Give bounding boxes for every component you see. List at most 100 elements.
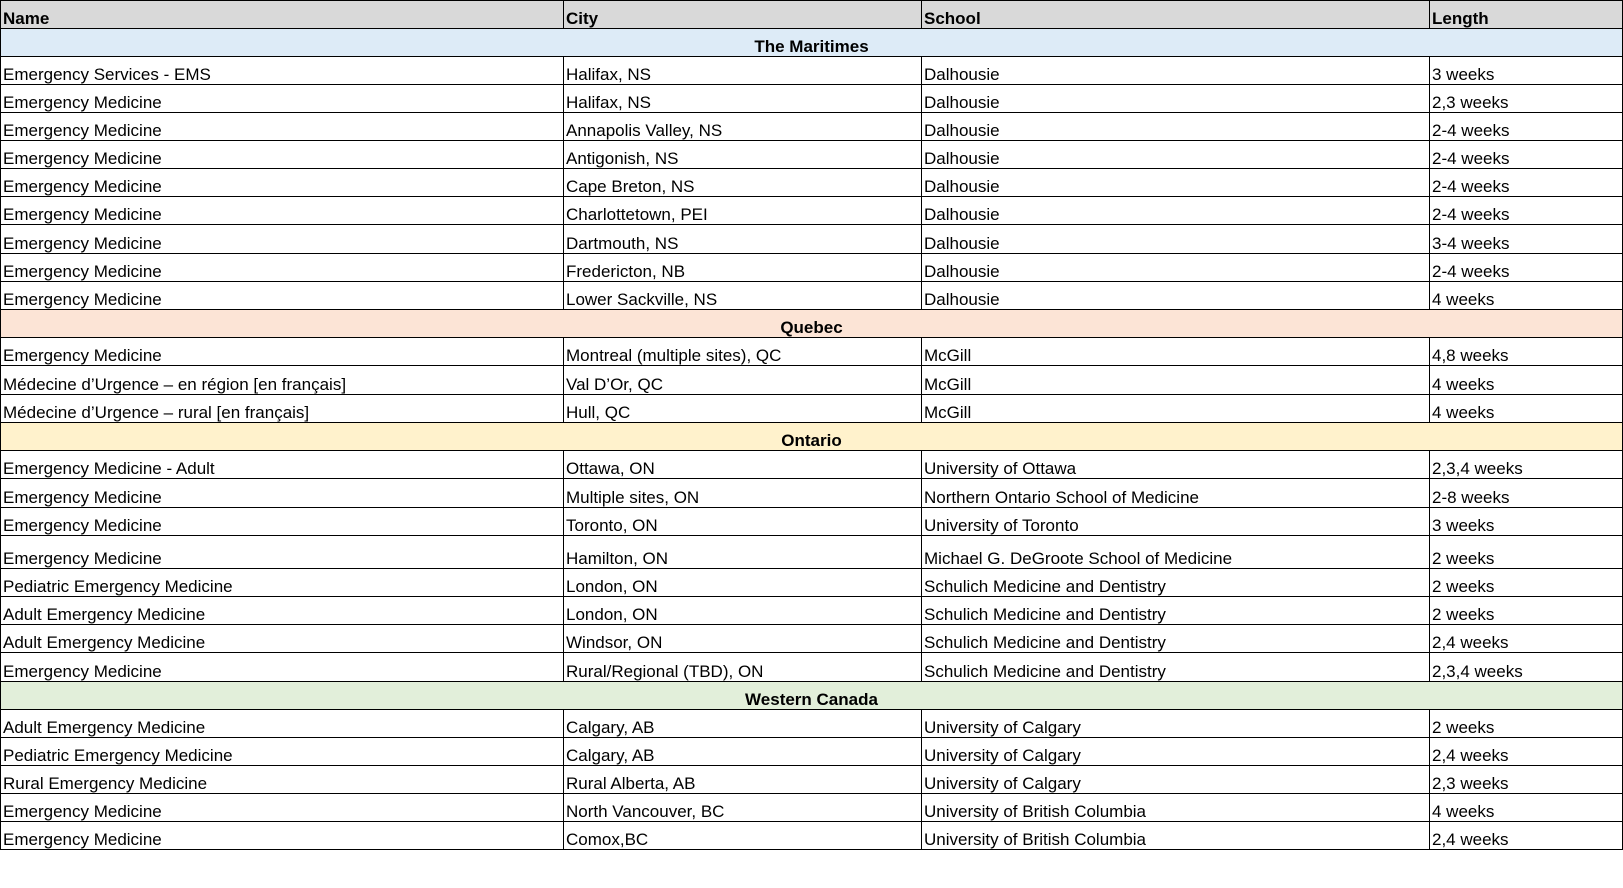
- section-title[interactable]: Quebec: [0, 309, 1623, 338]
- cell-name[interactable]: Emergency Medicine: [0, 196, 564, 225]
- cell-name[interactable]: Emergency Medicine: [0, 478, 564, 508]
- cell-school[interactable]: Dalhousie: [921, 84, 1430, 113]
- cell-school[interactable]: Dalhousie: [921, 140, 1430, 169]
- cell-city[interactable]: Montreal (multiple sites), QC: [563, 337, 922, 366]
- cell-name[interactable]: Emergency Medicine: [0, 112, 564, 141]
- cell-name[interactable]: Emergency Medicine: [0, 821, 564, 850]
- cell-school[interactable]: University of British Columbia: [921, 793, 1430, 822]
- cell-length[interactable]: 2,3 weeks: [1429, 84, 1623, 113]
- cell-name[interactable]: Emergency Medicine: [0, 793, 564, 822]
- cell-city[interactable]: Hamilton, ON: [563, 535, 922, 569]
- cell-school[interactable]: Dalhousie: [921, 56, 1430, 85]
- cell-school[interactable]: University of British Columbia: [921, 821, 1430, 850]
- cell-city[interactable]: North Vancouver, BC: [563, 793, 922, 822]
- cell-length[interactable]: 2 weeks: [1429, 568, 1623, 597]
- cell-school[interactable]: Dalhousie: [921, 224, 1430, 254]
- cell-name[interactable]: Pediatric Emergency Medicine: [0, 568, 564, 597]
- cell-length[interactable]: 4 weeks: [1429, 793, 1623, 822]
- cell-city[interactable]: Halifax, NS: [563, 84, 922, 113]
- cell-city[interactable]: Val D’Or, QC: [563, 365, 922, 395]
- cell-school[interactable]: Northern Ontario School of Medicine: [921, 478, 1430, 508]
- column-header-city[interactable]: City: [563, 0, 922, 29]
- cell-city[interactable]: London, ON: [563, 568, 922, 597]
- cell-length[interactable]: 2 weeks: [1429, 535, 1623, 569]
- cell-name[interactable]: Médecine d’Urgence – rural [en français]: [0, 394, 564, 423]
- cell-length[interactable]: 2-4 weeks: [1429, 112, 1623, 141]
- column-header-name[interactable]: Name: [0, 0, 564, 29]
- cell-name[interactable]: Adult Emergency Medicine: [0, 596, 564, 625]
- cell-city[interactable]: Calgary, AB: [563, 709, 922, 738]
- cell-school[interactable]: University of Calgary: [921, 737, 1430, 766]
- cell-length[interactable]: 2,4 weeks: [1429, 821, 1623, 850]
- section-title[interactable]: The Maritimes: [0, 28, 1623, 57]
- cell-length[interactable]: 4 weeks: [1429, 365, 1623, 395]
- cell-school[interactable]: Schulich Medicine and Dentistry: [921, 596, 1430, 625]
- cell-city[interactable]: Antigonish, NS: [563, 140, 922, 169]
- section-title[interactable]: Western Canada: [0, 681, 1623, 710]
- cell-length[interactable]: 4,8 weeks: [1429, 337, 1623, 366]
- cell-name[interactable]: Adult Emergency Medicine: [0, 624, 564, 653]
- cell-city[interactable]: Dartmouth, NS: [563, 224, 922, 254]
- cell-school[interactable]: Schulich Medicine and Dentistry: [921, 568, 1430, 597]
- cell-length[interactable]: 2-4 weeks: [1429, 196, 1623, 225]
- cell-city[interactable]: Fredericton, NB: [563, 253, 922, 282]
- cell-school[interactable]: Dalhousie: [921, 253, 1430, 282]
- cell-school[interactable]: Dalhousie: [921, 196, 1430, 225]
- cell-school[interactable]: Dalhousie: [921, 168, 1430, 197]
- cell-length[interactable]: 2-4 weeks: [1429, 253, 1623, 282]
- cell-city[interactable]: Ottawa, ON: [563, 450, 922, 479]
- cell-length[interactable]: 2,4 weeks: [1429, 624, 1623, 653]
- cell-school[interactable]: Dalhousie: [921, 281, 1430, 310]
- cell-name[interactable]: Adult Emergency Medicine: [0, 709, 564, 738]
- cell-name[interactable]: Emergency Medicine: [0, 337, 564, 366]
- cell-city[interactable]: Halifax, NS: [563, 56, 922, 85]
- cell-city[interactable]: Toronto, ON: [563, 507, 922, 536]
- cell-city[interactable]: Annapolis Valley, NS: [563, 112, 922, 141]
- cell-city[interactable]: Windsor, ON: [563, 624, 922, 653]
- section-title[interactable]: Ontario: [0, 422, 1623, 451]
- cell-name[interactable]: Emergency Medicine: [0, 168, 564, 197]
- cell-name[interactable]: Médecine d’Urgence – en région [en franç…: [0, 365, 564, 395]
- cell-city[interactable]: Calgary, AB: [563, 737, 922, 766]
- column-header-length[interactable]: Length: [1429, 0, 1623, 29]
- cell-school[interactable]: University of Calgary: [921, 709, 1430, 738]
- cell-city[interactable]: Lower Sackville, NS: [563, 281, 922, 310]
- cell-school[interactable]: Schulich Medicine and Dentistry: [921, 624, 1430, 653]
- cell-school[interactable]: Schulich Medicine and Dentistry: [921, 652, 1430, 682]
- cell-name[interactable]: Pediatric Emergency Medicine: [0, 737, 564, 766]
- cell-school[interactable]: Michael G. DeGroote School of Medicine: [921, 535, 1430, 569]
- cell-city[interactable]: Hull, QC: [563, 394, 922, 423]
- cell-city[interactable]: Rural Alberta, AB: [563, 765, 922, 794]
- cell-city[interactable]: Rural/Regional (TBD), ON: [563, 652, 922, 682]
- cell-length[interactable]: 2-4 weeks: [1429, 168, 1623, 197]
- cell-name[interactable]: Emergency Medicine: [0, 253, 564, 282]
- cell-length[interactable]: 2,3,4 weeks: [1429, 652, 1623, 682]
- cell-length[interactable]: 3 weeks: [1429, 507, 1623, 536]
- cell-length[interactable]: 3-4 weeks: [1429, 224, 1623, 254]
- cell-length[interactable]: 2,3 weeks: [1429, 765, 1623, 794]
- cell-school[interactable]: McGill: [921, 365, 1430, 395]
- column-header-school[interactable]: School: [921, 0, 1430, 29]
- cell-length[interactable]: 2 weeks: [1429, 596, 1623, 625]
- cell-school[interactable]: University of Toronto: [921, 507, 1430, 536]
- cell-name[interactable]: Emergency Medicine: [0, 652, 564, 682]
- cell-name[interactable]: Emergency Medicine: [0, 224, 564, 254]
- cell-name[interactable]: Emergency Medicine: [0, 84, 564, 113]
- cell-length[interactable]: 2,3,4 weeks: [1429, 450, 1623, 479]
- cell-name[interactable]: Rural Emergency Medicine: [0, 765, 564, 794]
- cell-city[interactable]: London, ON: [563, 596, 922, 625]
- cell-city[interactable]: Comox,BC: [563, 821, 922, 850]
- cell-school[interactable]: University of Ottawa: [921, 450, 1430, 479]
- cell-name[interactable]: Emergency Medicine: [0, 507, 564, 536]
- cell-name[interactable]: Emergency Services - EMS: [0, 56, 564, 85]
- cell-school[interactable]: University of Calgary: [921, 765, 1430, 794]
- cell-name[interactable]: Emergency Medicine: [0, 281, 564, 310]
- cell-length[interactable]: 2-8 weeks: [1429, 478, 1623, 508]
- cell-length[interactable]: 4 weeks: [1429, 281, 1623, 310]
- cell-length[interactable]: 4 weeks: [1429, 394, 1623, 423]
- cell-name[interactable]: Emergency Medicine: [0, 140, 564, 169]
- cell-length[interactable]: 2-4 weeks: [1429, 140, 1623, 169]
- cell-length[interactable]: 2 weeks: [1429, 709, 1623, 738]
- cell-name[interactable]: Emergency Medicine: [0, 535, 564, 569]
- cell-length[interactable]: 2,4 weeks: [1429, 737, 1623, 766]
